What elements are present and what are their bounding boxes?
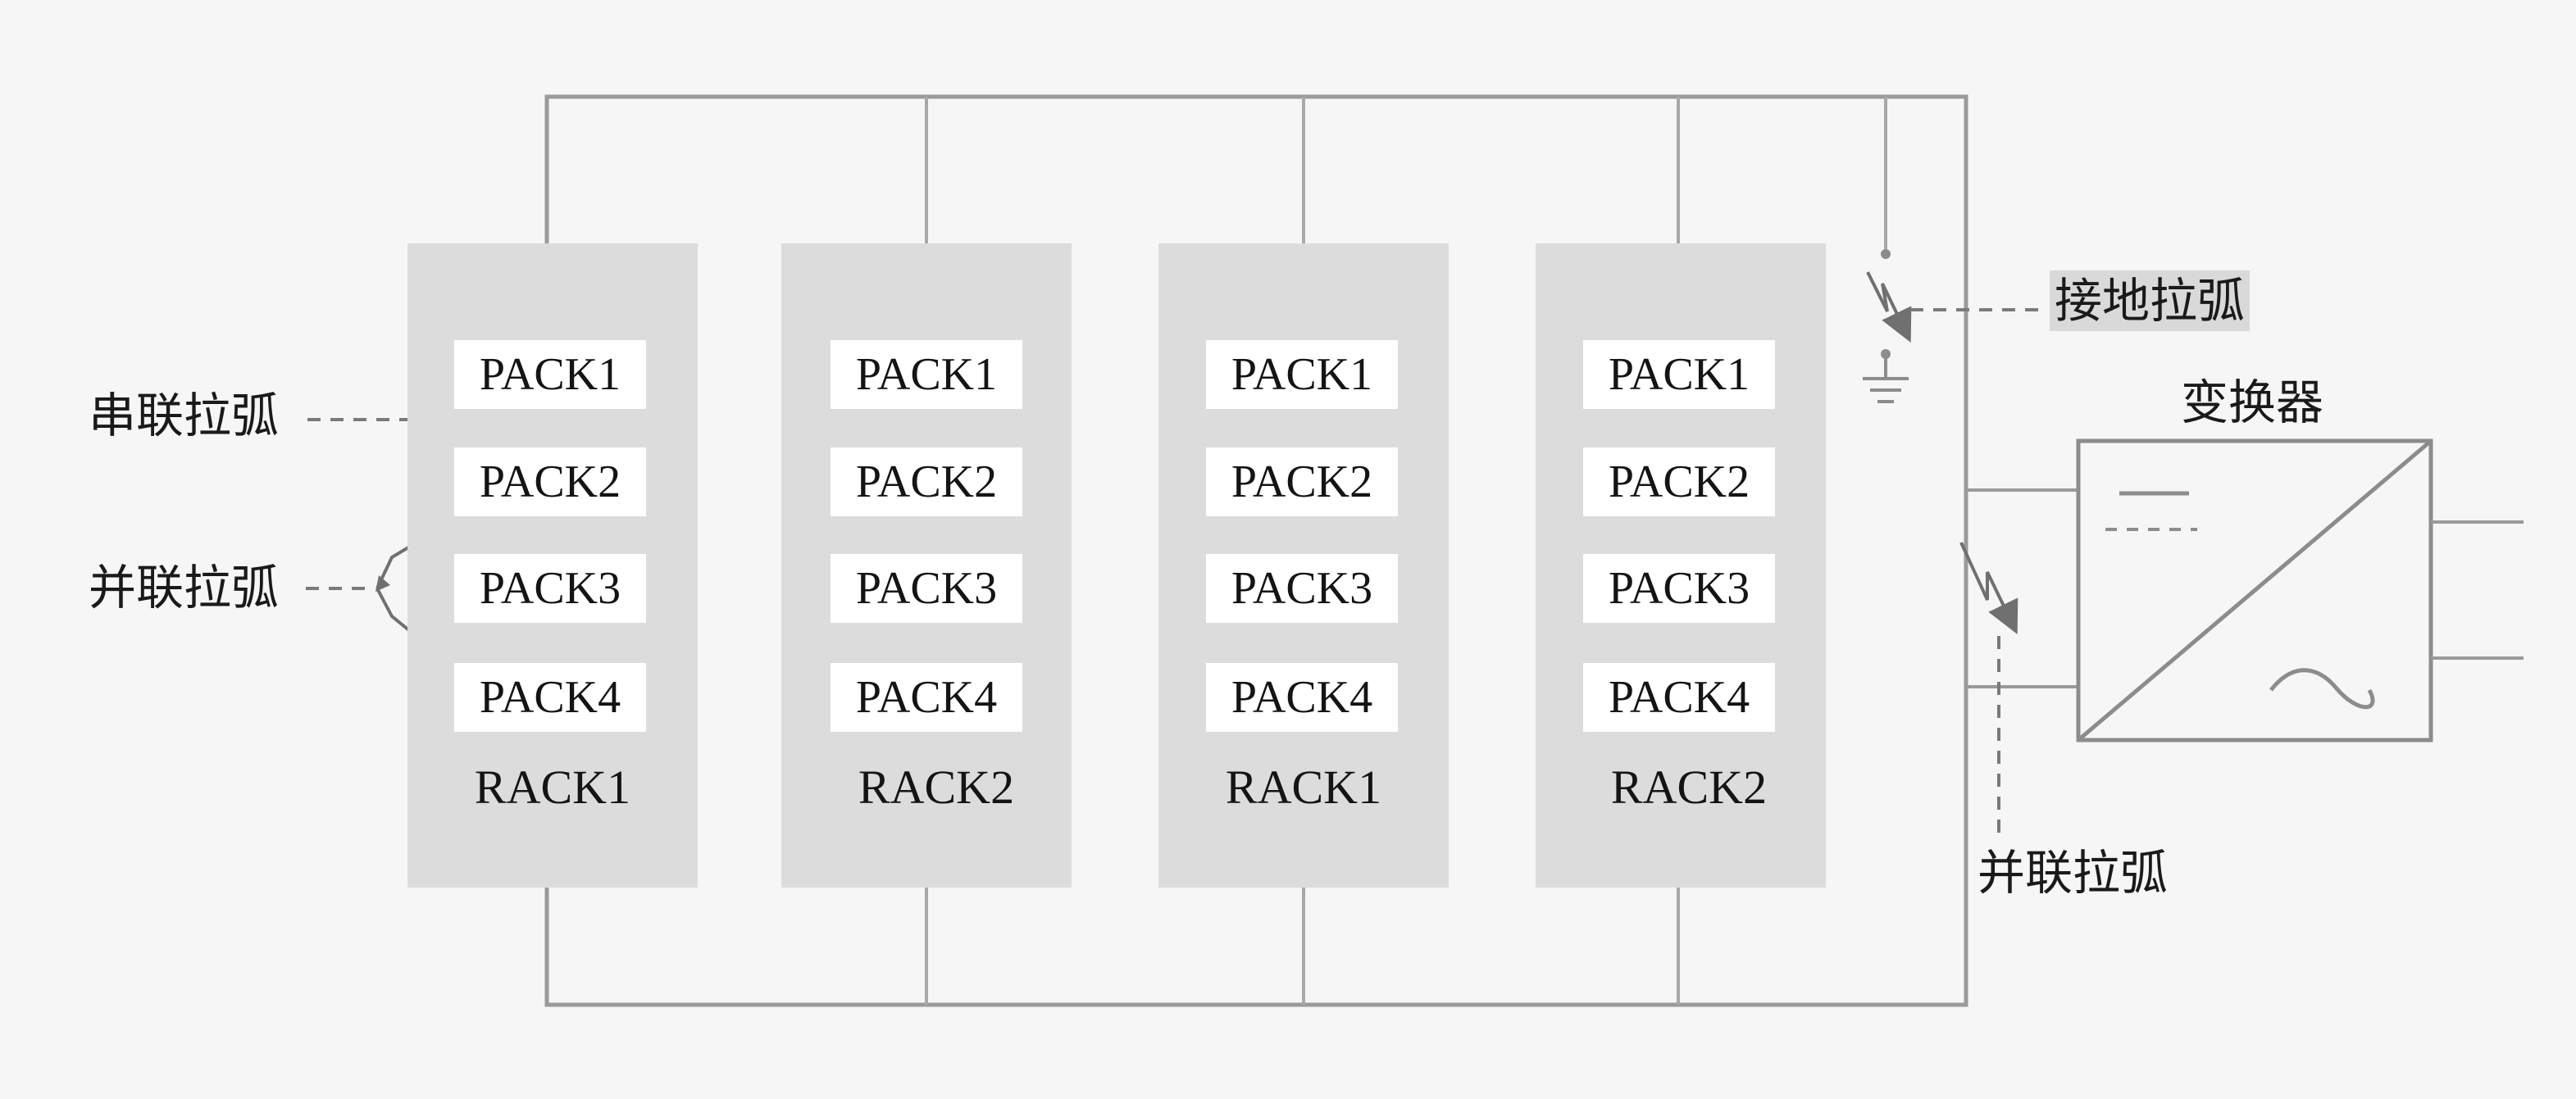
pack-4: PACK4 [831, 663, 1022, 732]
pack-3: PACK3 [831, 554, 1022, 623]
pack-3: PACK3 [454, 554, 646, 623]
pack-1: PACK1 [831, 340, 1022, 409]
parallel-arc-right-symbol [1959, 542, 2018, 842]
pack-2: PACK2 [1583, 447, 1775, 516]
rack-label: RACK1 [474, 761, 631, 814]
pack-2: PACK2 [831, 447, 1022, 516]
converter-label: 变换器 [2181, 375, 2324, 430]
rack-3: PACK1 PACK2 PACK3 PACK4 RACK1 [1158, 243, 1449, 888]
pack-3: PACK3 [1583, 554, 1775, 623]
rack-2: PACK1 PACK2 PACK3 PACK4 RACK2 [781, 243, 1072, 888]
converter-symbol [2076, 438, 2524, 743]
parallel-arc-left-label: 并联拉弧 [89, 560, 280, 615]
rack-4: PACK1 PACK2 PACK3 PACK4 RACK2 [1536, 243, 1826, 888]
rack-1: PACK1 PACK2 PACK3 PACK4 RACK1 [407, 243, 698, 888]
rack-label: RACK2 [858, 761, 1015, 814]
pack-2: PACK2 [1206, 447, 1398, 516]
pack-1: PACK1 [454, 340, 646, 409]
pack-4: PACK4 [1206, 663, 1398, 732]
pack-2: PACK2 [454, 447, 646, 516]
series-arc-label: 串联拉弧 [89, 388, 280, 443]
pack-1: PACK1 [1206, 340, 1398, 409]
rack-label: RACK2 [1610, 761, 1768, 814]
pack-3: PACK3 [1206, 554, 1398, 623]
ground-arc-symbol [1863, 97, 2046, 403]
parallel-arc-right-label: 并联拉弧 [1978, 845, 2169, 901]
ground-arc-label: 接地拉弧 [2050, 270, 2251, 331]
pack-4: PACK4 [1583, 663, 1775, 732]
rack-label: RACK1 [1225, 761, 1382, 814]
pack-1: PACK1 [1583, 340, 1775, 409]
pack-4: PACK4 [454, 663, 646, 732]
